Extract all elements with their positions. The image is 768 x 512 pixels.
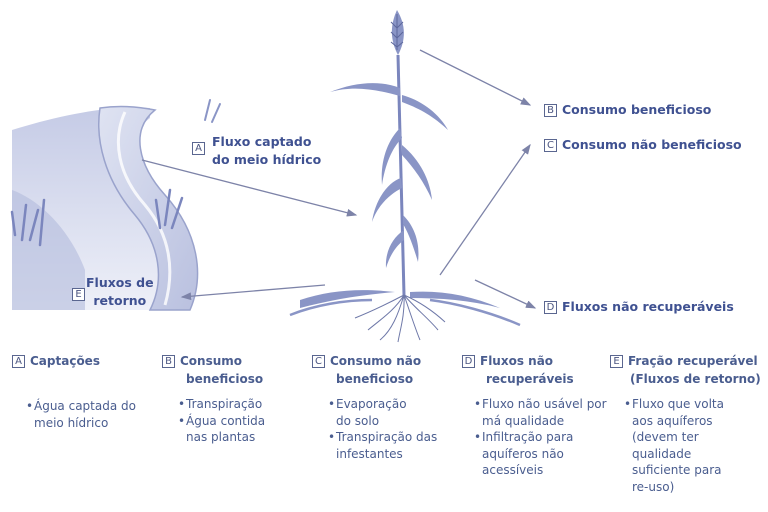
legend-column-c: C Consumo não beneficioso Evaporação do s… bbox=[312, 352, 452, 462]
legend-c-title-line2: beneficioso bbox=[336, 372, 414, 386]
legend-e-list: Fluxo que volta aos aquíferos (devem ter… bbox=[624, 396, 768, 495]
label-a-line1: Fluxo captado bbox=[212, 134, 312, 149]
legend-b-list: Transpiração Água contida nas plantas bbox=[178, 396, 292, 446]
legend-e-title-line1: Fração recuperável bbox=[628, 354, 758, 368]
legend-d-list: Fluxo não usável por má qualidade Infilt… bbox=[474, 396, 612, 479]
legend-b-item-2: Água contida nas plantas bbox=[178, 413, 281, 446]
label-d-text: Fluxos não recuperáveis bbox=[562, 299, 734, 314]
label-e-line1: Fluxos de bbox=[86, 275, 154, 290]
arrow-to-fluxos-de-retorno bbox=[180, 284, 326, 301]
legend-c-title: C Consumo não beneficioso bbox=[312, 352, 452, 388]
legend-d-letter-box: D bbox=[462, 355, 475, 368]
legend-c-item-2: Transpiração das infestantes bbox=[328, 429, 446, 462]
legend-c-title-line1: Consumo não bbox=[330, 354, 422, 368]
legend-d-item-1: Fluxo não usável por má qualidade bbox=[474, 396, 612, 429]
label-c-text: Consumo não beneficioso bbox=[562, 137, 742, 152]
arrow-to-plant bbox=[141, 159, 358, 217]
label-e-letter-box: E bbox=[72, 288, 85, 301]
legend-column-b: B Consumo beneficioso Transpiração Água c… bbox=[162, 352, 292, 446]
label-a-letter-box: A bbox=[192, 142, 205, 155]
label-b-text: Consumo beneficioso bbox=[562, 102, 712, 117]
legend-a-title: A Captações bbox=[12, 352, 142, 370]
legend-d-title-line1: Fluxos não bbox=[480, 354, 554, 368]
label-c-letter-box: C bbox=[544, 139, 557, 152]
legend-a-title-line1: Captações bbox=[30, 354, 100, 368]
legend-a-list: Água captada do meio hídrico bbox=[26, 398, 142, 431]
legend-e-title: E Fração recuperável (Fluxos de retorno) bbox=[610, 352, 768, 388]
label-b-letter-box: B bbox=[544, 104, 557, 117]
label-e-line2: retorno bbox=[93, 293, 147, 308]
legend-d-title: D Fluxos não recuperáveis bbox=[462, 352, 612, 388]
legend-e-letter-box: E bbox=[610, 355, 623, 368]
legend-e-item-1: Fluxo que volta aos aquíferos (devem ter… bbox=[624, 396, 740, 495]
legend-a-letter-box: A bbox=[12, 355, 25, 368]
flow-arrows bbox=[141, 49, 537, 309]
arrow-to-fluxos-nao-recuperaveis bbox=[474, 279, 537, 309]
arrow-to-consumo-nao-beneficioso bbox=[439, 143, 531, 276]
legend-c-item-1: Evaporação do solo bbox=[328, 396, 421, 429]
legend-column-d: D Fluxos não recuperáveis Fluxo não usáve… bbox=[462, 352, 612, 479]
arrow-to-consumo-beneficioso bbox=[419, 49, 532, 106]
label-a-fluxo-captado: A Fluxo captado do meio hídrico bbox=[192, 133, 321, 169]
label-a-line2: do meio hídrico bbox=[212, 152, 322, 167]
legend-c-letter-box: C bbox=[312, 355, 325, 368]
legend-b-title-line2: beneficioso bbox=[186, 372, 264, 386]
legend-column-a: A Captações Água captada do meio hídrico bbox=[12, 352, 142, 431]
legend-c-list: Evaporação do solo Transpiração das infe… bbox=[328, 396, 452, 462]
label-b-consumo-beneficioso: B Consumo beneficioso bbox=[544, 101, 711, 119]
wheat-plant-illustration bbox=[289, 10, 521, 343]
river-illustration bbox=[10, 99, 221, 311]
legend-b-title-line1: Consumo bbox=[180, 354, 243, 368]
legend-d-title-line2: recuperáveis bbox=[486, 372, 574, 386]
label-d-letter-box: D bbox=[544, 301, 557, 314]
legend-b-item-1: Transpiração bbox=[178, 396, 292, 413]
label-d-fluxos-nao-recuperaveis: D Fluxos não recuperáveis bbox=[544, 298, 734, 316]
legend-a-item-1: Água captada do meio hídrico bbox=[26, 398, 144, 431]
legend-d-item-2: Infiltração para aquíferos não acessívei… bbox=[474, 429, 607, 479]
label-e-fluxos-de-retorno: E Fluxos de retorno bbox=[72, 274, 154, 310]
label-c-consumo-nao-beneficioso: C Consumo não beneficioso bbox=[544, 136, 742, 154]
legend-b-title: B Consumo beneficioso bbox=[162, 352, 292, 388]
legend-b-letter-box: B bbox=[162, 355, 175, 368]
legend-e-title-line2: (Fluxos de retorno) bbox=[630, 372, 761, 386]
